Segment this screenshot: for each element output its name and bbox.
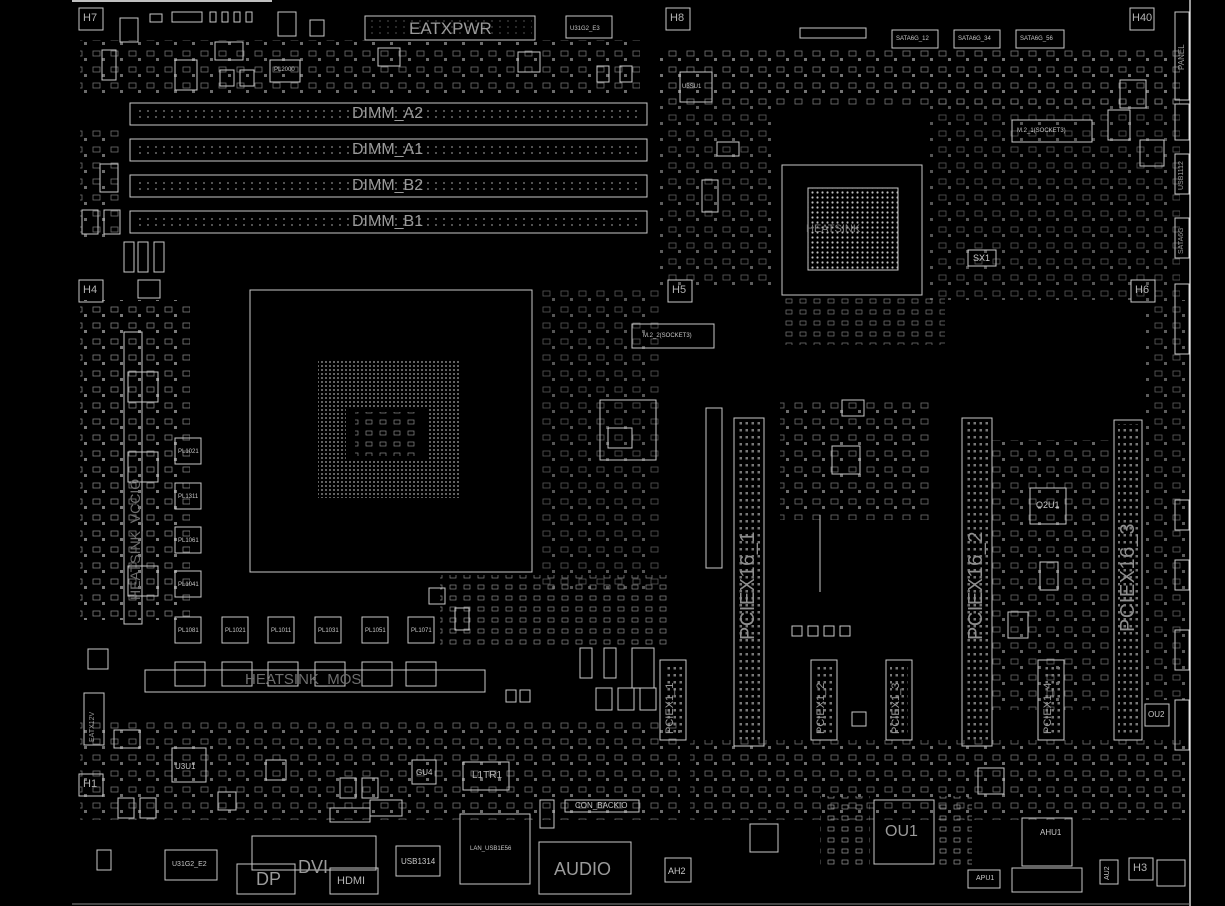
chip-label: APU1: [976, 875, 995, 882]
m2-socket-label: M.2_2(SOCKET3): [643, 333, 692, 339]
usb-header-label: USB1112: [1178, 161, 1185, 190]
chipset: [781, 164, 923, 296]
chip-label: U3U1: [175, 762, 196, 771]
choke-label: PL1021: [225, 628, 246, 634]
pcie-x16-slot-3: [1113, 419, 1143, 741]
dimm-slot-a1: [129, 138, 648, 162]
sata-header-label: SATA6G: [1178, 227, 1185, 254]
pcie-x16-slot-1: [733, 417, 765, 747]
sata-label: SATA6G_34: [958, 36, 991, 42]
pcie-x16-3-label: PCIEX16_3: [1117, 522, 1139, 632]
mounting-hole: [78, 279, 104, 303]
mounting-hole: [1130, 279, 1156, 303]
chip-label: OU1: [885, 823, 918, 840]
mounting-hole: [1129, 7, 1155, 31]
sata-label: SATA6G_12: [896, 36, 929, 42]
atx-power-label: EATXPWR: [409, 19, 492, 38]
dimm-slot-a2: [129, 102, 648, 126]
pcie-x1-2-label: PCIEX1_2: [815, 682, 827, 734]
usb-header-label: U31G2_E3: [570, 26, 600, 32]
mounting-hole-label: AH2: [668, 866, 686, 876]
panel-header-label: PANEL: [1177, 44, 1186, 70]
mounting-hole-label: H5: [672, 284, 687, 296]
mounting-hole: [78, 7, 104, 31]
mounting-hole-label: H8: [670, 12, 685, 24]
audio-label: AUDIO: [554, 859, 612, 879]
choke-label: PL1021: [178, 449, 199, 455]
chip-label: SX1: [973, 253, 991, 263]
choke-label: PL1071: [411, 628, 432, 634]
hdmi-label: HDMI: [337, 875, 366, 887]
mounting-hole-label: H4: [83, 284, 98, 296]
back-io-label: CON_BACKIO: [575, 801, 628, 810]
dvi-label: DVI: [298, 857, 329, 877]
dimm-b1-label: DIMM_B1: [352, 213, 424, 230]
chip-label: GU4: [416, 768, 433, 777]
dp-label: DP: [256, 869, 282, 889]
choke-label: PL1311: [178, 494, 199, 500]
choke-label: PL1051: [365, 628, 386, 634]
usb-header-label: U31G2_E2: [172, 861, 207, 868]
mounting-hole: [1128, 857, 1154, 881]
chipset-heatsink-label: HEATSINK: [806, 223, 861, 235]
mounting-hole-label: H40: [1132, 12, 1153, 24]
cpu-power-label: EATX12V: [89, 711, 96, 742]
chip-label: OU2: [1148, 710, 1165, 719]
chip-label: O2U1: [1036, 500, 1060, 510]
pcie-x1-1-label: PCIEX1_1: [664, 682, 676, 734]
pcie-x1-4-label: PCIEX1_4: [1042, 682, 1054, 734]
choke-label: PL1011: [271, 628, 292, 634]
dimm-slot-b2: [129, 174, 648, 198]
dimm-slot-b1: [129, 210, 648, 234]
pcie-x16-1-label: PCIEX16_1: [737, 530, 759, 640]
mounting-hole: [78, 773, 104, 797]
mounting-hole-label: H6: [1135, 284, 1150, 296]
pcie-x16-slot-2: [961, 417, 993, 747]
usb-label: USB1314: [401, 857, 436, 866]
dimm-b2-label: DIMM_B2: [352, 177, 424, 194]
vrm-heatsink-label: HEATSINK_VCCIO: [127, 478, 143, 600]
pcie-x16-2-label: PCIEX16_2: [965, 530, 987, 640]
choke-label: PL1081: [178, 628, 199, 634]
m2-socket-label: M.2_1(SOCKET3): [1017, 128, 1066, 134]
chip-label: AU2: [1104, 866, 1111, 880]
sata-label: SATA6G_56: [1020, 36, 1053, 42]
choke-label: PL1061: [178, 538, 199, 544]
cpu-socket: [249, 289, 533, 573]
choke-label: PL2000: [274, 67, 295, 73]
chip-label: U3SU1: [682, 84, 702, 90]
mounting-hole: [664, 857, 692, 883]
chip-label: AHU1: [1040, 828, 1062, 837]
lan-usb-label: LAN_USB1E56: [470, 846, 512, 852]
mounting-hole: [665, 7, 691, 31]
lan-transformer-label: L1TR1: [472, 770, 503, 781]
mounting-hole: [667, 279, 693, 303]
pcie-x1-3-label: PCIEX1_3: [890, 682, 902, 734]
choke-label: PL1031: [318, 628, 339, 634]
mounting-hole-label: H1: [83, 778, 98, 790]
mos-heatsink-label: HEATSINK_MOS: [245, 671, 362, 688]
dimm-a2-label: DIMM_A2: [352, 105, 424, 122]
mounting-hole-label: H7: [83, 12, 98, 24]
mounting-hole-label: H3: [1133, 862, 1148, 874]
dimm-a1-label: DIMM_A1: [352, 141, 424, 158]
choke-label: PL1041: [178, 582, 199, 588]
